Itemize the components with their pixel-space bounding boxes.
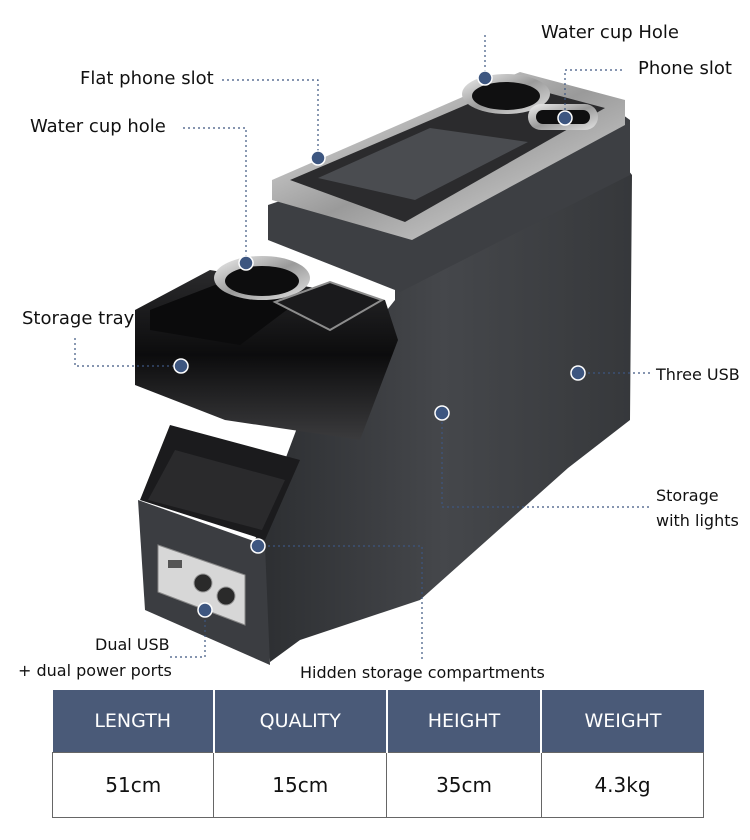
- label-flat-phone-slot: Flat phone slot: [80, 68, 214, 89]
- label-storage-lights-1: Storage: [656, 486, 719, 505]
- value-weight: 4.3kg: [540, 752, 705, 818]
- label-water-cup-hole-top: Water cup Hole: [541, 22, 680, 43]
- value-height: 35cm: [386, 752, 542, 818]
- dot-storage-tray: [173, 358, 189, 374]
- dot-hidden-storage: [250, 538, 266, 554]
- spec-table: LENGTH QUALITY HEIGHT WEIGHT 51cm 15cm 3…: [51, 690, 705, 818]
- label-storage-lights-2: with lights: [656, 511, 739, 530]
- label-storage-tray: Storage tray: [22, 308, 135, 329]
- label-phone-slot: Phone slot: [638, 58, 732, 79]
- header-quality: QUALITY: [213, 690, 388, 753]
- product-image: [74, 35, 650, 665]
- dot-storage-lights: [434, 405, 450, 421]
- value-length: 51cm: [51, 752, 215, 818]
- header-weight: WEIGHT: [541, 690, 704, 753]
- dot-flat-phone: [310, 150, 326, 166]
- label-three-usb: Three USB: [656, 365, 740, 384]
- dot-three-usb: [570, 365, 586, 381]
- header-height: HEIGHT: [386, 690, 543, 753]
- label-hidden-storage: Hidden storage compartments: [300, 663, 545, 682]
- label-dual-usb-2: + dual power ports: [18, 661, 172, 680]
- dot-dual-usb: [197, 602, 213, 618]
- dot-water-cup-left: [238, 255, 254, 271]
- label-water-cup-hole-left: Water cup hole: [30, 116, 166, 137]
- dot-phone-slot: [557, 110, 573, 126]
- value-quality: 15cm: [213, 752, 388, 818]
- dot-water-cup-top: [477, 70, 493, 86]
- spec-value-row: 51cm 15cm 35cm 4.3kg: [51, 752, 705, 818]
- label-dual-usb-1: Dual USB: [95, 635, 170, 654]
- spec-header-row: LENGTH QUALITY HEIGHT WEIGHT: [52, 690, 704, 753]
- header-length: LENGTH: [52, 690, 215, 753]
